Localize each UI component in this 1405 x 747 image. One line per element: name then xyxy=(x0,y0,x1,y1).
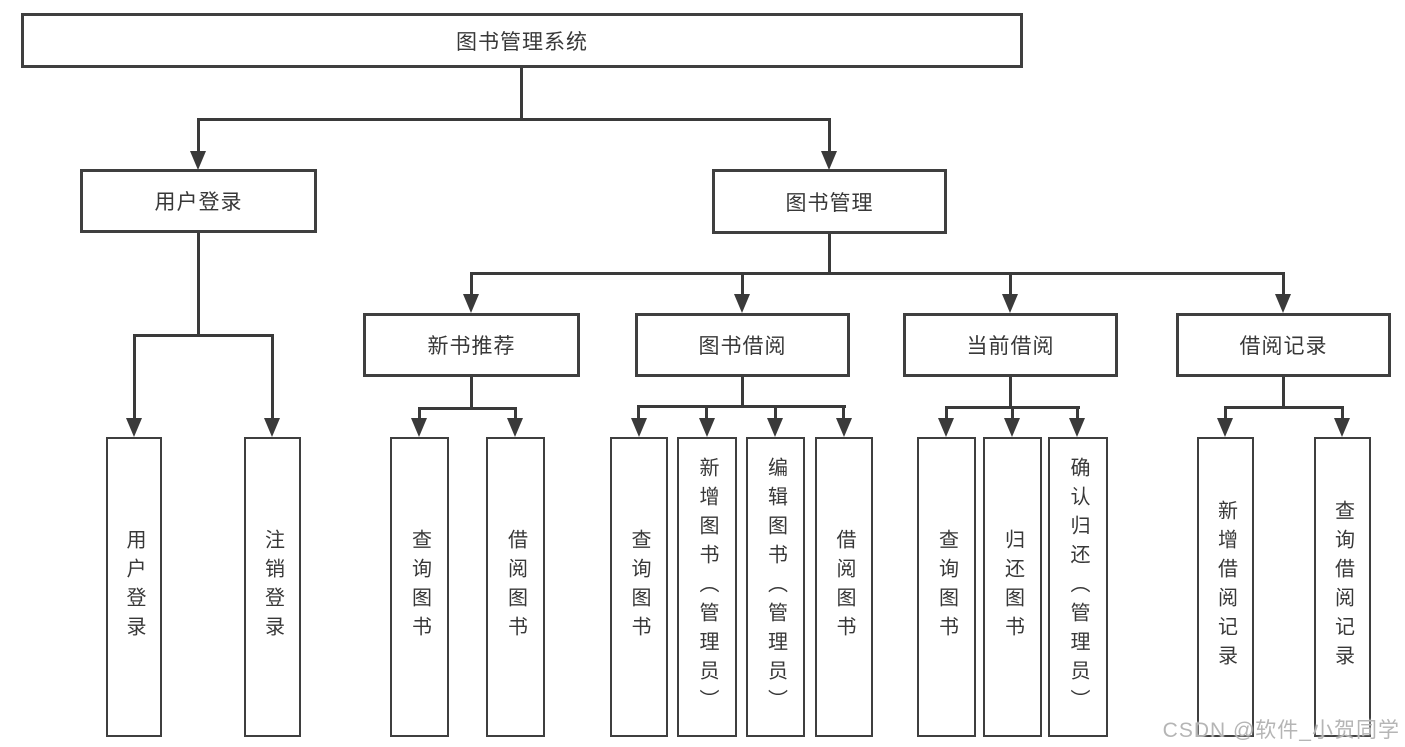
leaf-label: 编辑图书（管理员） xyxy=(764,456,787,718)
leaf-logout: 注销登录 xyxy=(244,437,301,737)
arrow-down-icon xyxy=(631,418,647,437)
connector-line xyxy=(520,68,523,118)
node-user-login-group: 用户登录 xyxy=(80,169,317,233)
leaf-label: 查询借阅记录 xyxy=(1331,500,1354,674)
connector-line xyxy=(514,407,517,420)
arrow-down-icon xyxy=(1002,294,1018,313)
connector-line xyxy=(1009,272,1012,296)
node-borrowing-records: 借阅记录 xyxy=(1176,313,1391,377)
connector-line xyxy=(470,272,1284,275)
connector-line xyxy=(1224,406,1227,420)
arrow-down-icon xyxy=(734,294,750,313)
leaf-label: 归还图书 xyxy=(1001,529,1024,645)
arrow-down-icon xyxy=(1069,418,1085,437)
leaf-add-books-admin: 新增图书（管理员） xyxy=(677,437,737,737)
arrow-down-icon xyxy=(1275,294,1291,313)
connector-line xyxy=(774,405,777,420)
connector-line xyxy=(1224,406,1344,409)
leaf-label: 查询图书 xyxy=(628,529,650,645)
arrow-down-icon xyxy=(1004,418,1020,437)
connector-line xyxy=(741,377,744,405)
connector-line xyxy=(470,377,473,407)
connector-line xyxy=(1282,377,1285,406)
connector-line xyxy=(133,334,274,337)
connector-line xyxy=(828,118,831,152)
leaf-label: 查询图书 xyxy=(935,529,958,645)
leaf-label: 借阅图书 xyxy=(833,529,855,645)
arrow-down-icon xyxy=(507,418,523,437)
node-label: 借阅记录 xyxy=(1239,335,1328,358)
connector-line xyxy=(133,334,136,420)
arrow-down-icon xyxy=(463,294,479,313)
leaf-edit-books-admin: 编辑图书（管理员） xyxy=(746,437,805,737)
arrow-down-icon xyxy=(699,418,715,437)
node-label: 当前借阅 xyxy=(966,335,1055,358)
node-label: 图书借阅 xyxy=(698,335,787,358)
connector-line xyxy=(741,272,744,296)
leaf-return-books: 归还图书 xyxy=(983,437,1042,737)
node-library-system: 图书管理系统 xyxy=(21,13,1023,68)
leaf-query-books-current: 查询图书 xyxy=(917,437,976,737)
connector-line xyxy=(197,118,831,121)
connector-line xyxy=(1282,272,1285,296)
connector-line xyxy=(945,406,948,420)
leaf-label: 用户登录 xyxy=(123,529,145,645)
arrow-down-icon xyxy=(1217,418,1233,437)
connector-line xyxy=(418,407,421,420)
csdn-watermark: CSDN @软件_小贺同学 xyxy=(1162,719,1400,742)
connector-line xyxy=(637,405,640,420)
arrow-down-icon xyxy=(767,418,783,437)
arrow-down-icon xyxy=(821,151,837,170)
connector-line xyxy=(418,407,517,410)
arrow-down-icon xyxy=(411,418,427,437)
arrow-down-icon xyxy=(836,418,852,437)
arrow-down-icon xyxy=(190,151,206,170)
node-current-borrowing: 当前借阅 xyxy=(903,313,1118,377)
arrow-down-icon xyxy=(938,418,954,437)
connector-line xyxy=(1011,406,1014,420)
leaf-add-borrow-record: 新增借阅记录 xyxy=(1197,437,1254,737)
connector-line xyxy=(705,405,708,420)
node-label: 新书推荐 xyxy=(427,335,516,358)
connector-line xyxy=(470,272,473,296)
node-book-management: 图书管理 xyxy=(712,169,947,234)
node-new-book-recommend: 新书推荐 xyxy=(363,313,580,377)
connector-line xyxy=(197,118,200,152)
arrow-down-icon xyxy=(126,418,142,437)
connector-line xyxy=(1009,377,1012,406)
connector-line xyxy=(271,334,274,420)
leaf-borrow-books-recommend: 借阅图书 xyxy=(486,437,545,737)
leaf-label: 注销登录 xyxy=(261,529,284,645)
connector-line xyxy=(637,405,846,408)
node-book-borrowing: 图书借阅 xyxy=(635,313,850,377)
arrow-down-icon xyxy=(1334,418,1350,437)
leaf-borrow-books-borrowing: 借阅图书 xyxy=(815,437,873,737)
node-label: 用户登录 xyxy=(154,191,243,214)
connector-line xyxy=(828,234,831,272)
leaf-label: 查询图书 xyxy=(408,529,431,645)
leaf-query-books-borrowing: 查询图书 xyxy=(610,437,668,737)
leaf-query-borrow-record: 查询借阅记录 xyxy=(1314,437,1371,737)
node-label: 图书管理系统 xyxy=(456,30,588,54)
leaf-user-login: 用户登录 xyxy=(106,437,162,737)
connector-line xyxy=(1076,406,1079,420)
connector-line xyxy=(842,405,845,420)
connector-line xyxy=(1341,406,1344,420)
leaf-label: 借阅图书 xyxy=(504,529,527,645)
leaf-label: 新增借阅记录 xyxy=(1214,500,1237,674)
leaf-label: 确认归还（管理员） xyxy=(1067,456,1089,718)
node-label: 图书管理 xyxy=(785,191,874,215)
leaf-confirm-return-admin: 确认归还（管理员） xyxy=(1048,437,1108,737)
connector-line xyxy=(197,233,200,334)
arrow-down-icon xyxy=(264,418,280,437)
leaf-query-books-recommend: 查询图书 xyxy=(390,437,449,737)
leaf-label: 新增图书（管理员） xyxy=(696,456,718,718)
